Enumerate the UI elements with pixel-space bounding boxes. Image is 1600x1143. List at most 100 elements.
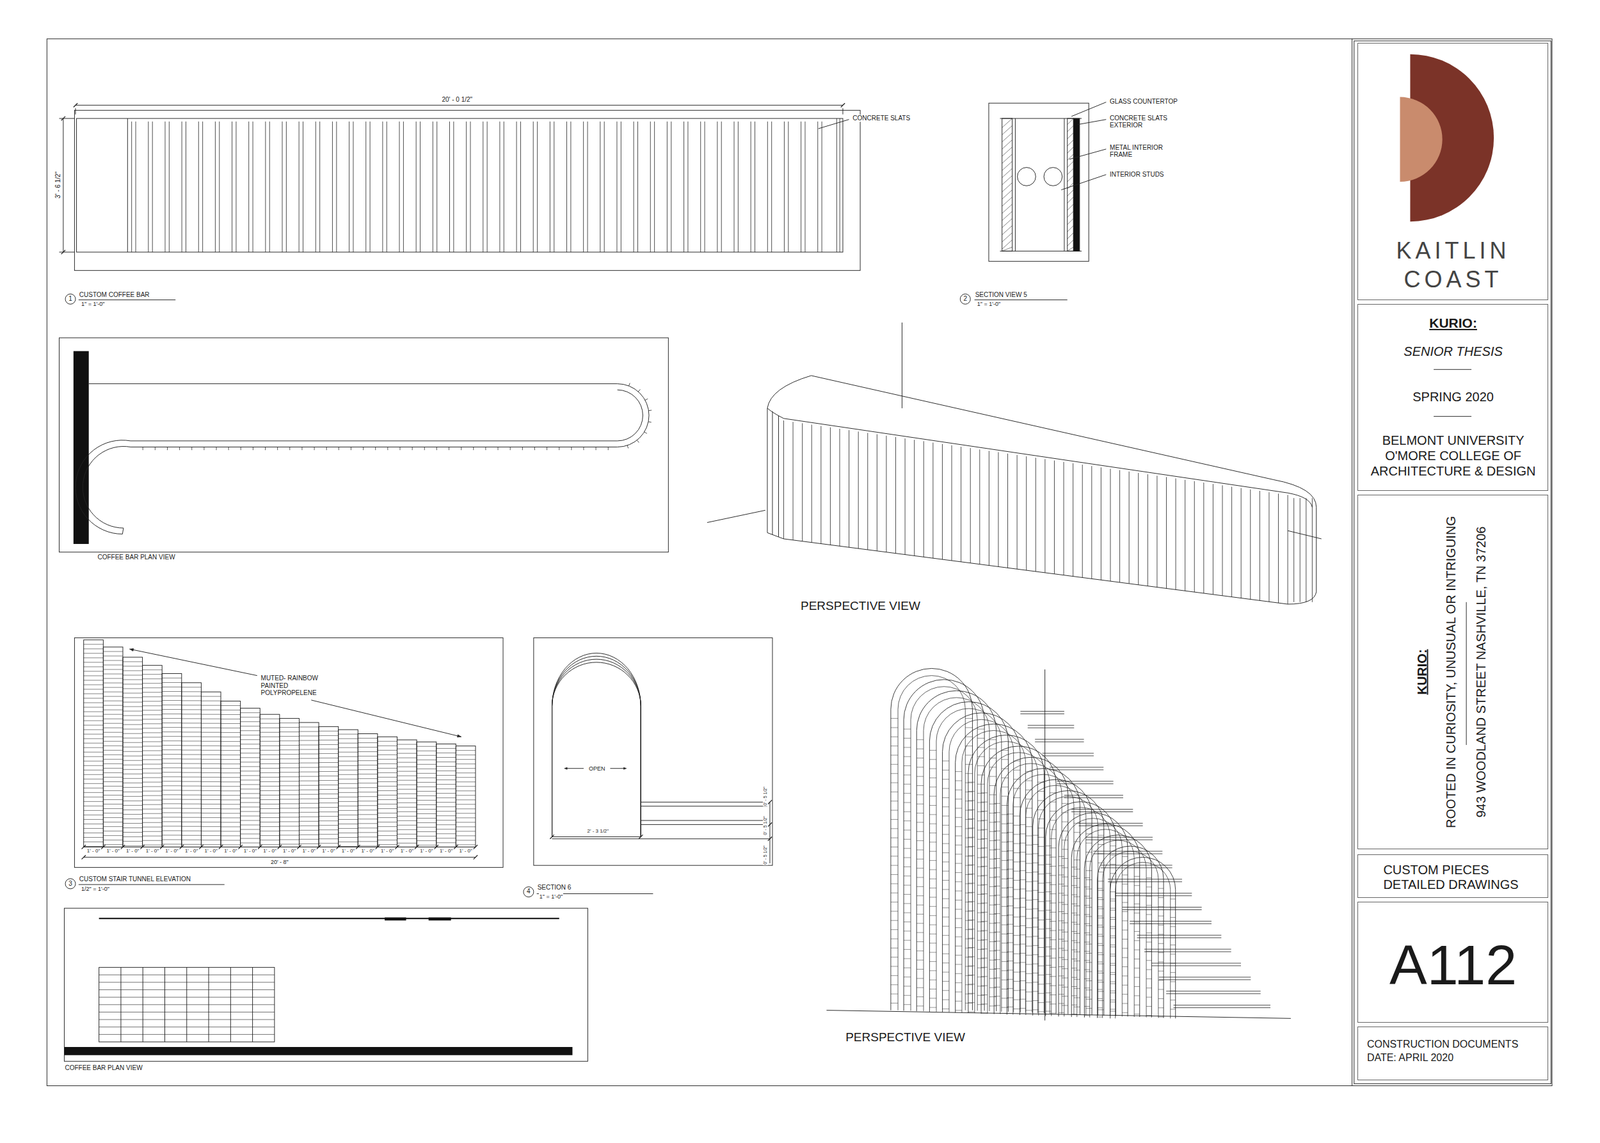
line: [397, 771, 418, 772]
line: [103, 691, 123, 693]
line: [942, 852, 950, 854]
line: [1007, 453, 1008, 569]
line: [357, 827, 378, 829]
line: [1203, 482, 1204, 594]
line: [103, 790, 123, 792]
line: [357, 742, 378, 744]
line: [279, 844, 300, 845]
line: [1097, 943, 1103, 944]
line: [298, 834, 319, 836]
line: [436, 842, 457, 843]
line: [436, 797, 457, 799]
line: [981, 856, 988, 858]
line: [240, 752, 261, 754]
line: [416, 826, 437, 828]
line: [981, 801, 988, 803]
line: [142, 835, 163, 837]
line: [142, 741, 163, 742]
line: [1084, 932, 1090, 934]
line: [700, 121, 701, 253]
line: [968, 837, 975, 838]
line: [989, 987, 997, 989]
line: [1098, 880, 1104, 882]
title-block-cell: KURIO:ROOTED IN CURIOSITY, UNUSUAL OR IN…: [1357, 494, 1549, 849]
line: [609, 768, 624, 769]
line: [161, 825, 182, 827]
path: [623, 767, 626, 770]
line: [424, 446, 425, 450]
line: [1045, 983, 1052, 985]
line: [161, 713, 182, 715]
line: [955, 1000, 962, 1002]
title-block-cell: CUSTOM PIECES DETAILED DRAWINGS: [1357, 854, 1549, 899]
line: [1071, 102, 1106, 117]
path: [1058, 812, 1128, 1017]
line: [654, 121, 655, 253]
line: [968, 928, 975, 930]
line: [279, 767, 300, 768]
line: [929, 915, 937, 916]
line: [83, 774, 104, 776]
line: [1045, 872, 1052, 874]
line: [1158, 933, 1164, 935]
line: [965, 910, 973, 912]
line: [968, 983, 975, 985]
line: [122, 805, 143, 806]
line: [240, 734, 261, 736]
line: [1061, 904, 1069, 905]
line: [99, 989, 275, 991]
line: [1020, 989, 1026, 991]
line: [240, 721, 261, 722]
line: [103, 709, 123, 711]
line: [839, 428, 841, 546]
line: [968, 864, 975, 866]
title-block-cell: KURIO:SENIOR THESISSPRING 2020BELMONT UN…: [1357, 304, 1549, 491]
line: [1013, 788, 1021, 790]
line: [220, 844, 241, 845]
line: [903, 940, 911, 941]
line: [377, 754, 398, 756]
line: [1098, 936, 1104, 937]
line: [1045, 855, 1052, 856]
line: [1110, 928, 1117, 929]
line: [455, 844, 476, 845]
line: [1098, 1000, 1104, 1001]
line: [1097, 952, 1103, 953]
line: [377, 759, 398, 760]
line: [279, 830, 300, 831]
line: [448, 446, 450, 450]
line: [101, 844, 105, 849]
line: [83, 837, 104, 838]
line: [122, 796, 143, 797]
line: [1001, 841, 1009, 843]
line: [318, 762, 339, 763]
line: [161, 762, 182, 764]
line: [1158, 888, 1164, 889]
line: [1006, 914, 1013, 916]
line: [1002, 190, 1013, 200]
line: [1045, 1001, 1052, 1003]
line: [903, 875, 911, 877]
line: [989, 922, 997, 924]
line: [1194, 481, 1195, 592]
line: [200, 736, 221, 738]
line: [1098, 835, 1104, 836]
line: [981, 948, 988, 950]
line: [951, 445, 953, 561]
line: [122, 818, 143, 820]
line: [142, 736, 163, 738]
line: [377, 772, 398, 774]
line: [1134, 866, 1140, 868]
line: [99, 981, 275, 983]
line: [1299, 497, 1301, 603]
line: [142, 718, 163, 720]
line: [890, 782, 898, 784]
line: [1025, 844, 1033, 846]
line: [903, 774, 911, 776]
line: [377, 826, 398, 827]
line: [240, 716, 261, 718]
line: [220, 830, 241, 832]
line: [876, 434, 878, 552]
line: [929, 869, 937, 870]
line: [1069, 149, 1106, 160]
